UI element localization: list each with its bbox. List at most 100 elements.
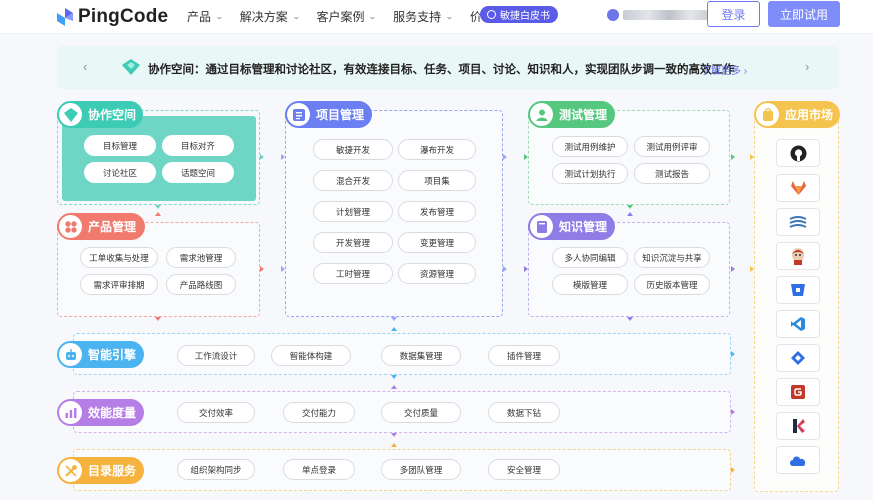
sonarqube-icon — [789, 216, 807, 228]
collab-space-box — [57, 110, 260, 205]
arrow-metrics-up — [391, 385, 397, 389]
chip-test-case-maintenance[interactable]: 测试用例维护 — [552, 136, 628, 157]
chip-plan-management[interactable]: 计划管理 — [313, 201, 393, 222]
metrics-title[interactable]: 效能度量 — [57, 399, 144, 426]
chip-product-roadmap[interactable]: 产品路线图 — [166, 274, 236, 295]
arrow-product-right — [260, 266, 264, 272]
chip-dataset-management[interactable]: 数据集管理 — [381, 345, 461, 366]
chip-release-management[interactable]: 发布管理 — [398, 201, 476, 222]
chip-agile-development[interactable]: 敏捷开发 — [313, 139, 393, 160]
arrow-collab-to-project — [260, 154, 264, 160]
chip-hybrid-development[interactable]: 混合开发 — [313, 170, 393, 191]
chip-test-case-review[interactable]: 测试用例评审 — [634, 136, 710, 157]
app-sonarqube[interactable] — [776, 208, 820, 236]
whitepaper-pill[interactable]: 敏捷白皮书 — [480, 6, 558, 23]
github-icon — [790, 145, 806, 161]
chip-knowledge-sharing[interactable]: 知识沉淀与共享 — [634, 247, 710, 268]
directory-service-title[interactable]: 目录服务 — [57, 457, 144, 484]
chip-workflow-design[interactable]: 工作流设计 — [177, 345, 255, 366]
chip-ticket-handling[interactable]: 工单收集与处理 — [80, 247, 158, 268]
product-grid-icon — [59, 215, 82, 238]
main-menu: 产品⌄ 解决方案⌄ 客户案例⌄ 服务支持⌄ 价格 — [187, 8, 511, 24]
chip-topic-space[interactable]: 话题空间 — [162, 162, 234, 183]
app-vscode[interactable] — [776, 310, 820, 338]
app-gitlab[interactable] — [776, 174, 820, 202]
chip-template-management[interactable]: 模版管理 — [552, 274, 628, 295]
chip-single-sign-on[interactable]: 单点登录 — [283, 459, 355, 480]
app-github[interactable] — [776, 139, 820, 167]
brand-name: PingCode — [78, 6, 169, 27]
app-market-title[interactable]: 应用市场 — [754, 101, 840, 128]
arrow-metrics-right — [731, 409, 735, 415]
banner-prev-arrow[interactable]: ‹ — [83, 59, 88, 74]
blurred-phone-number — [623, 10, 707, 20]
chip-program-management[interactable]: 项目集 — [398, 170, 476, 191]
chip-test-report[interactable]: 测试报告 — [634, 163, 710, 184]
menu-item-support[interactable]: 服务支持⌄ — [393, 8, 454, 24]
gitlab-icon — [790, 181, 806, 195]
app-gitee[interactable] — [776, 378, 820, 406]
app-jira[interactable] — [776, 344, 820, 372]
pill-label: 敏捷白皮书 — [500, 11, 550, 22]
app-cloud[interactable] — [776, 446, 820, 474]
collab-diamond-icon — [59, 103, 82, 126]
test-management-title[interactable]: 测试管理 — [528, 101, 615, 128]
chip-collaborative-editing[interactable]: 多人协同编辑 — [552, 247, 628, 268]
chip-requirement-review[interactable]: 需求评审排期 — [80, 274, 158, 295]
jira-icon — [791, 351, 805, 365]
tools-icon — [59, 459, 82, 482]
app-bitbucket[interactable] — [776, 276, 820, 304]
chip-data-drilldown[interactable]: 数据下钻 — [488, 402, 560, 423]
module-title: 项目管理 — [316, 108, 365, 122]
chip-resource-management[interactable]: 资源管理 — [398, 263, 476, 284]
chip-dev-management[interactable]: 开发管理 — [313, 232, 393, 253]
project-management-title[interactable]: 项目管理 — [285, 101, 372, 128]
module-title: 智能引擎 — [88, 348, 137, 362]
menu-item-solutions[interactable]: 解决方案⌄ — [240, 8, 301, 24]
knowledge-management-title[interactable]: 知识管理 — [528, 213, 615, 240]
ai-engine-title[interactable]: 智能引擎 — [57, 341, 144, 368]
app-jenkins[interactable] — [776, 242, 820, 270]
module-title: 协作空间 — [88, 108, 137, 122]
login-button[interactable]: 登录 — [707, 1, 760, 27]
chip-goal-management[interactable]: 目标管理 — [84, 135, 156, 156]
chip-multi-team-management[interactable]: 多团队管理 — [381, 459, 461, 480]
chip-requirement-pool[interactable]: 需求池管理 — [166, 247, 236, 268]
test-user-icon — [530, 103, 553, 126]
arrow-directory-right — [731, 467, 735, 473]
arrow-product-down — [155, 317, 161, 321]
arrow-collab-down — [155, 205, 161, 209]
chip-delivery-efficiency[interactable]: 交付效率 — [177, 402, 255, 423]
module-title: 测试管理 — [559, 108, 608, 122]
arrow-ai-up — [391, 327, 397, 331]
collab-space-title[interactable]: 协作空间 — [57, 101, 143, 128]
chip-delivery-quality[interactable]: 交付质量 — [381, 402, 461, 423]
free-trial-button[interactable]: 立即试用 — [768, 1, 840, 27]
chip-delivery-capability[interactable]: 交付能力 — [283, 402, 355, 423]
learn-more-link[interactable]: 了解更多 › — [701, 66, 748, 77]
chip-change-management[interactable]: 变更管理 — [398, 232, 476, 253]
arrow-ai-down — [391, 375, 397, 379]
app-kubernetes[interactable] — [776, 412, 820, 440]
chip-waterfall-development[interactable]: 瀑布开发 — [398, 139, 476, 160]
collab-space-icon — [122, 59, 140, 75]
menu-item-product[interactable]: 产品⌄ — [187, 8, 224, 24]
chip-test-plan-execution[interactable]: 测试计划执行 — [552, 163, 628, 184]
chip-timesheet-management[interactable]: 工时管理 — [313, 263, 393, 284]
product-management-title[interactable]: 产品管理 — [57, 213, 145, 240]
chip-discussion-community[interactable]: 讨论社区 — [84, 162, 156, 183]
jenkins-icon — [792, 248, 804, 265]
cloud-icon — [790, 455, 806, 466]
knowledge-book-icon — [530, 215, 553, 238]
chip-agent-building[interactable]: 智能体构建 — [271, 345, 351, 366]
chip-version-history[interactable]: 历史版本管理 — [634, 274, 710, 295]
menu-item-cases[interactable]: 客户案例⌄ — [316, 8, 377, 24]
chip-security-management[interactable]: 安全管理 — [488, 459, 560, 480]
banner-next-arrow[interactable]: › — [805, 59, 810, 74]
vscode-icon — [791, 317, 805, 331]
chip-org-sync[interactable]: 组织架构同步 — [177, 459, 255, 480]
chip-goal-alignment[interactable]: 目标对齐 — [162, 135, 234, 156]
project-list-icon — [287, 103, 310, 126]
chip-plugin-management[interactable]: 插件管理 — [488, 345, 560, 366]
pingcode-logo[interactable]: PingCode — [56, 6, 168, 28]
